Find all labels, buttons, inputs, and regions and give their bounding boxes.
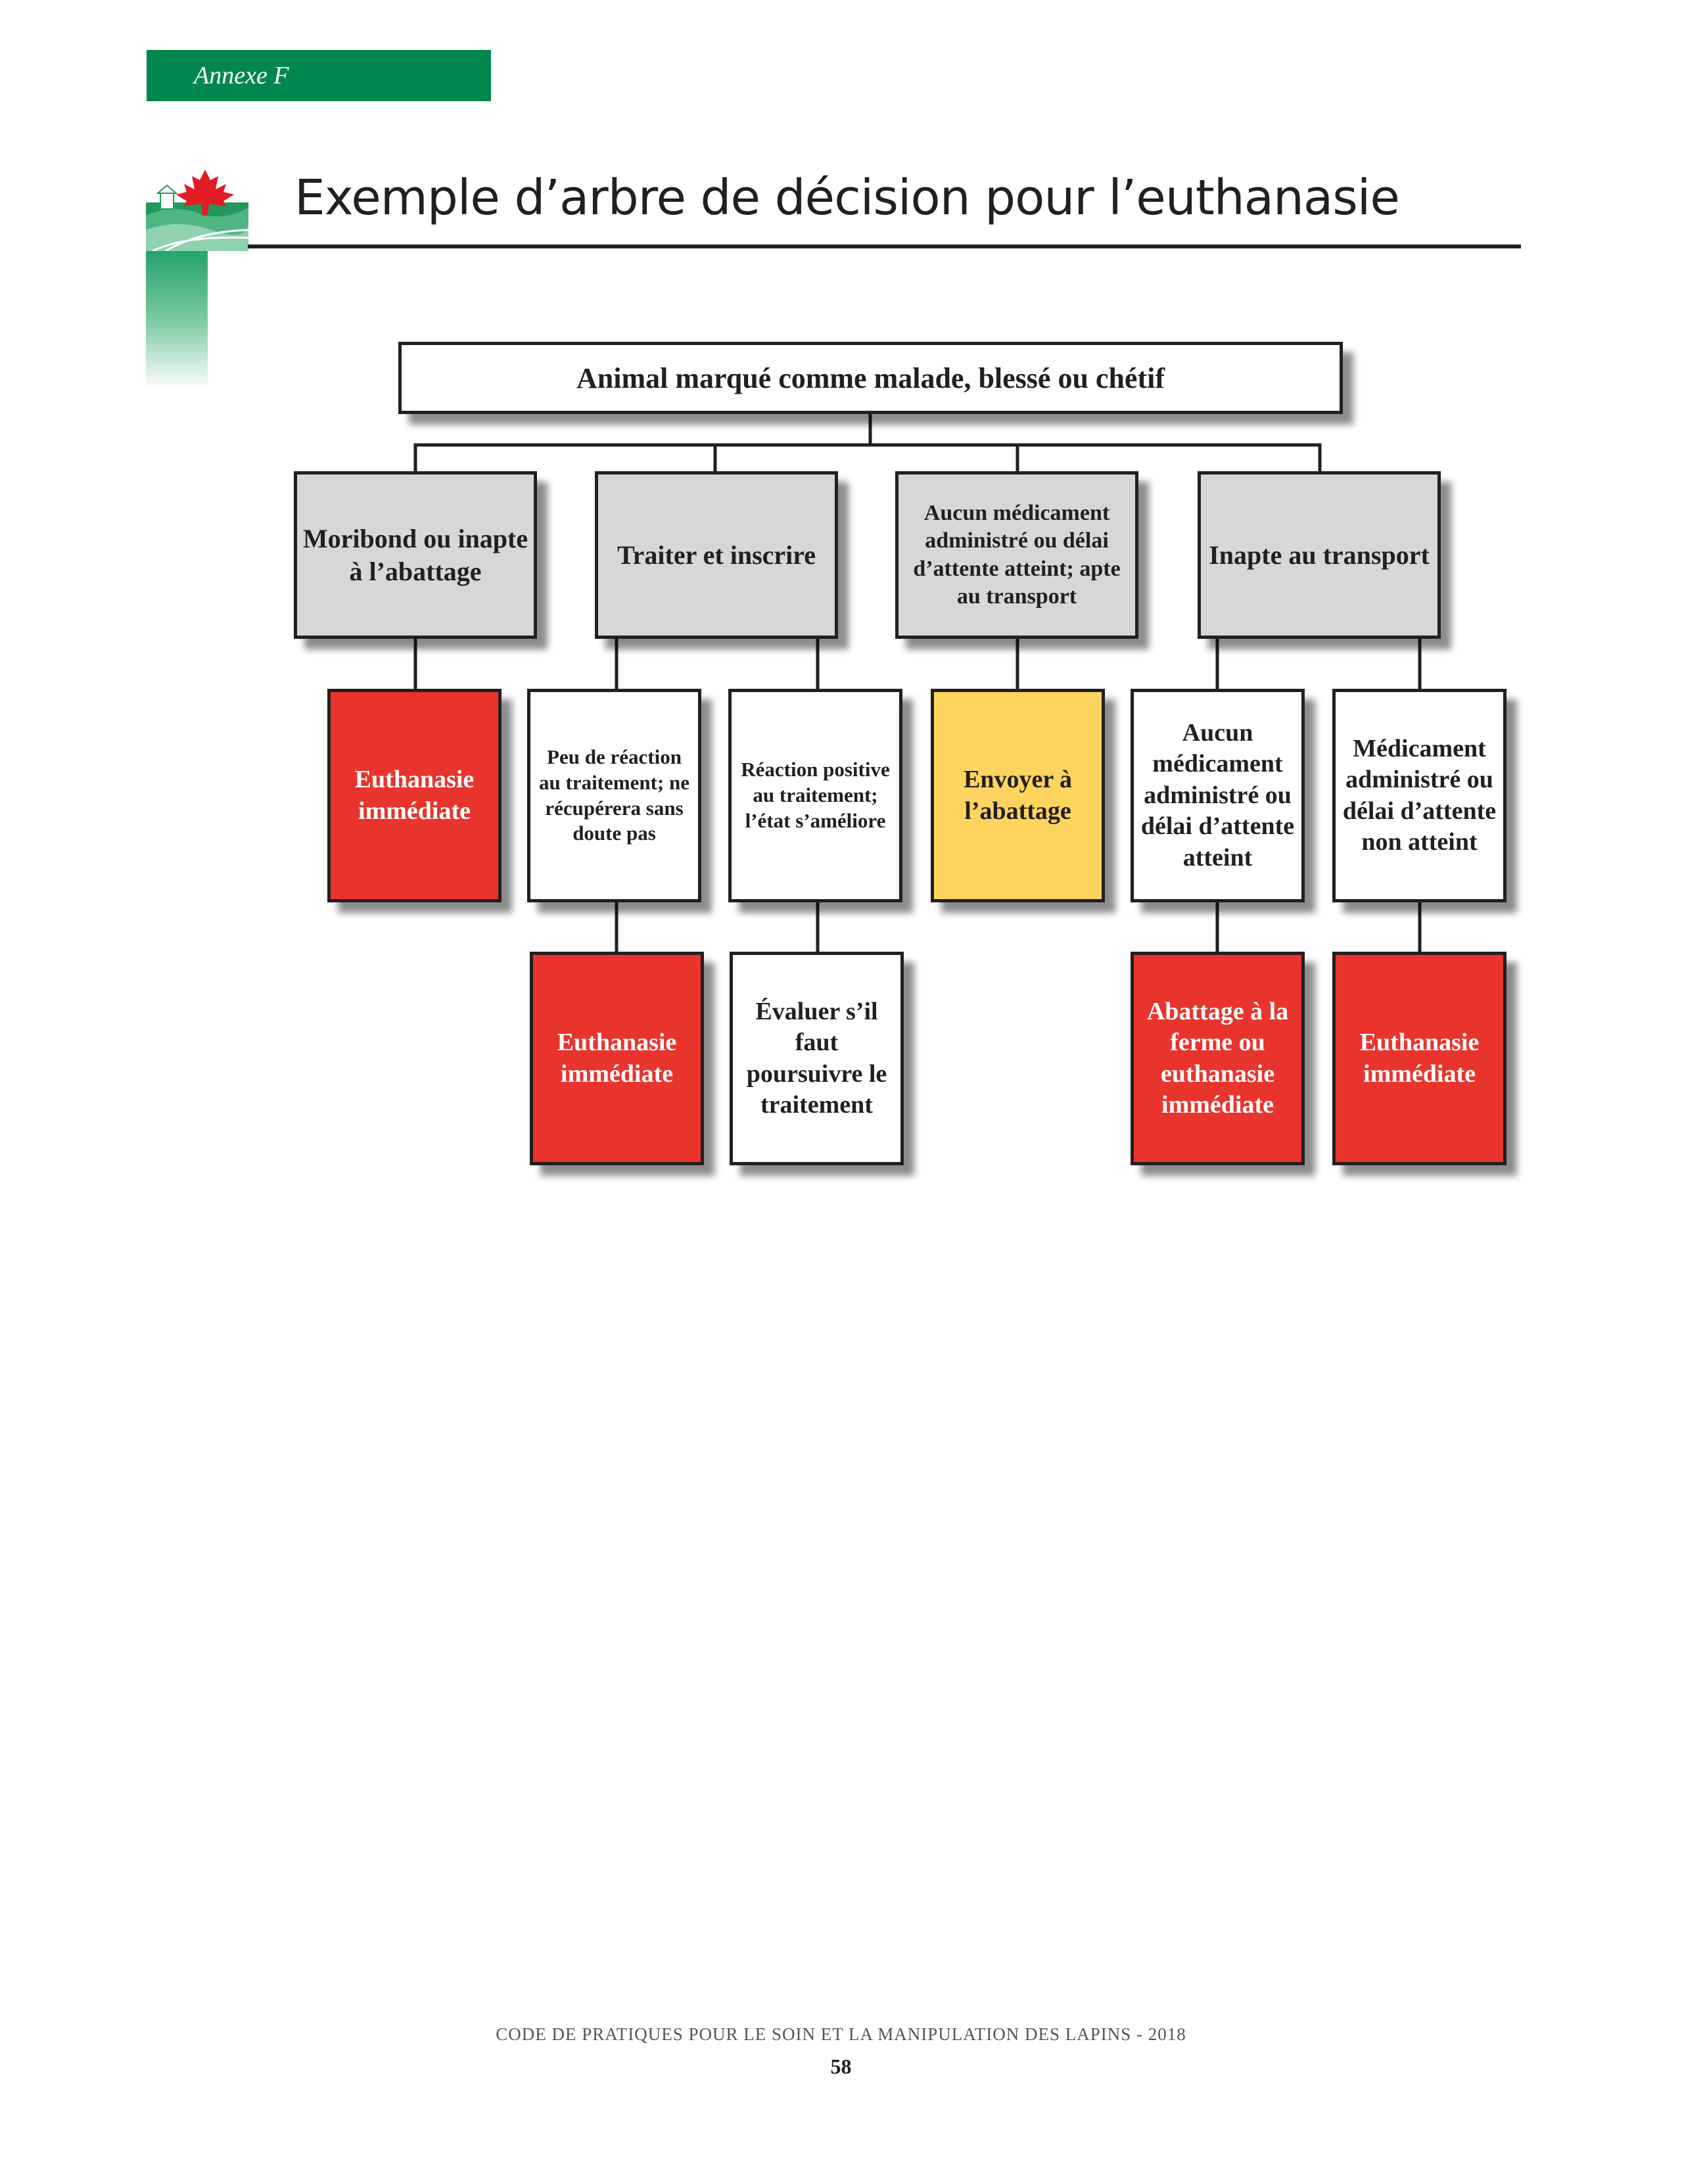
- footer-code-title: CODE DE PRATIQUES POUR LE SOIN ET LA MAN…: [496, 2024, 1186, 2044]
- node-label: Moribond ou inapte à l’abattage: [302, 523, 528, 586]
- node-moribond: Moribond ou inapte à l’abattage: [294, 471, 537, 639]
- node-euthanasie-immediate-2: Euthanasie immédiate: [530, 952, 704, 1165]
- node-aucun-medicament-atteint: Aucun médicament administré ou délai d’a…: [1131, 689, 1305, 902]
- node-label: Réaction positive au traitement; l’état …: [741, 758, 890, 832]
- node-evaluer-traitement: Évaluer s’il faut poursuivre le traiteme…: [730, 952, 904, 1165]
- node-label: Médicament administré ou délai d’attente…: [1342, 734, 1497, 856]
- node-envoyer-abattage: Envoyer à l’abattage: [931, 689, 1105, 902]
- node-abattage-ferme: Abattage à la ferme ou euthanasie immédi…: [1131, 952, 1305, 1165]
- node-label: Euthanasie immédiate: [354, 766, 475, 825]
- node-label: Aucun médicament administré ou délai d’a…: [1140, 718, 1295, 871]
- node-label: Animal marqué comme malade, blessé ou ch…: [576, 361, 1165, 394]
- decorative-side-bar: [146, 251, 208, 389]
- node-traiter-inscrire: Traiter et inscrire: [595, 471, 838, 639]
- title-rule: [248, 244, 1521, 248]
- node-euthanasie-immediate-3: Euthanasie immédiate: [1332, 952, 1507, 1165]
- node-label: Euthanasie immédiate: [1359, 1029, 1480, 1088]
- page-title: Exemple d’arbre de décision pour l’eutha…: [294, 170, 1400, 226]
- node-medicament-non-atteint: Médicament administré ou délai d’attente…: [1332, 689, 1507, 902]
- node-inapte-transport: Inapte au transport: [1198, 471, 1441, 639]
- node-euthanasie-immediate-1: Euthanasie immédiate: [327, 689, 502, 902]
- annex-label: Annexe F: [194, 62, 289, 89]
- node-label: Peu de réaction au traitement; ne récupé…: [539, 745, 689, 845]
- maple-leaf-farm-logo-icon: [146, 170, 248, 251]
- node-label: Aucun médicament administré ou délai d’a…: [913, 500, 1121, 609]
- node-root-animal-marque: Animal marqué comme malade, blessé ou ch…: [398, 342, 1343, 414]
- annex-banner: Annexe F: [147, 50, 491, 101]
- page-number: 58: [830, 2055, 852, 2078]
- node-reaction-positive: Réaction positive au traitement; l’état …: [728, 689, 902, 902]
- node-label: Envoyer à l’abattage: [963, 766, 1073, 825]
- node-label: Euthanasie immédiate: [557, 1029, 677, 1088]
- node-label: Évaluer s’il faut poursuivre le traiteme…: [746, 997, 887, 1119]
- node-peu-de-reaction: Peu de réaction au traitement; ne récupé…: [527, 689, 701, 902]
- node-label: Inapte au transport: [1209, 540, 1430, 570]
- node-label: Abattage à la ferme ou euthanasie immédi…: [1146, 997, 1289, 1119]
- node-label: Traiter et inscrire: [617, 540, 816, 570]
- node-aucun-medicament-apte: Aucun médicament administré ou délai d’a…: [895, 471, 1138, 639]
